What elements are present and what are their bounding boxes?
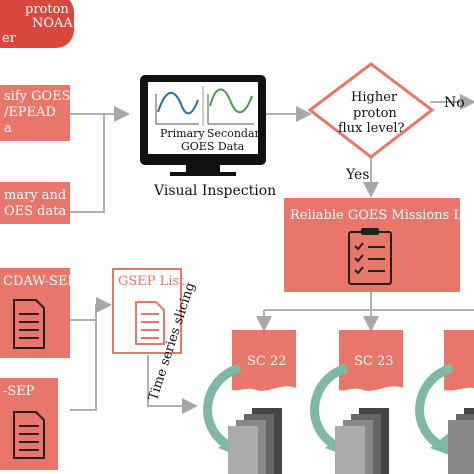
primary-secondary-box: mary and OES data <box>0 182 70 224</box>
cdaw-sep-label: CDAW-SEP <box>3 274 77 289</box>
classify-line3: a <box>4 121 12 136</box>
classify-line2: /EPEAD <box>4 105 56 120</box>
primary-wave <box>157 92 199 115</box>
decision-yes-label: Yes <box>346 167 370 183</box>
monitor-primary-label: Primary <box>160 127 205 140</box>
monitor-secondary-label: Secondary <box>207 127 266 140</box>
connector-cdaw-to-gsep <box>70 297 112 411</box>
top-pill: proton NOAA er <box>0 0 80 48</box>
sc22-shape <box>232 330 296 391</box>
primary-line2: OES data <box>4 204 67 219</box>
top-pill-line3: er <box>2 31 16 46</box>
stacked-docs-1 <box>228 408 282 474</box>
connector-gsep-down <box>147 355 198 414</box>
sep-box: -SEP <box>0 378 58 470</box>
decision-line1: Higher <box>351 90 398 105</box>
curved-arrow-3 <box>415 363 454 456</box>
reliable-missions-box: Reliable GOES Missions List <box>284 198 474 292</box>
visual-inspection-label: Visual Inspection <box>154 183 277 199</box>
sc23-shape <box>339 330 403 391</box>
monitor-caption: GOES Data <box>181 140 245 153</box>
decision-line2: proton <box>353 106 397 121</box>
decision-line3: flux level? <box>338 121 405 136</box>
top-pill-line1: proton <box>25 2 69 17</box>
stacked-docs-2 <box>335 408 389 474</box>
sep-label: -SEP <box>3 384 35 399</box>
secondary-wave <box>209 88 253 114</box>
classify-line1: sify GOES- <box>4 89 76 104</box>
primary-line1: mary and <box>4 188 67 203</box>
stacked-docs-3 <box>448 408 474 474</box>
decision-diamond <box>307 62 435 159</box>
classify-box: sify GOES- /EPEAD a <box>0 85 75 141</box>
sc23-label: SC 23 <box>354 354 394 369</box>
top-pill-bg: proton NOAA er <box>0 0 74 48</box>
top-pill-line2: NOAA <box>32 16 73 31</box>
sc22-label: SC 22 <box>247 354 287 369</box>
decision-no-label: No <box>444 95 465 111</box>
cdaw-sep-box: CDAW-SEP <box>0 268 76 358</box>
reliable-missions-title: Reliable GOES Missions List <box>290 208 474 223</box>
sc-next-shape <box>444 330 474 391</box>
connector-primary-to-monitor <box>70 114 105 213</box>
gsep-list-title: GSEP List <box>118 274 185 289</box>
connector-reliable-to-sc <box>256 292 474 332</box>
monitor-icon <box>140 75 266 176</box>
